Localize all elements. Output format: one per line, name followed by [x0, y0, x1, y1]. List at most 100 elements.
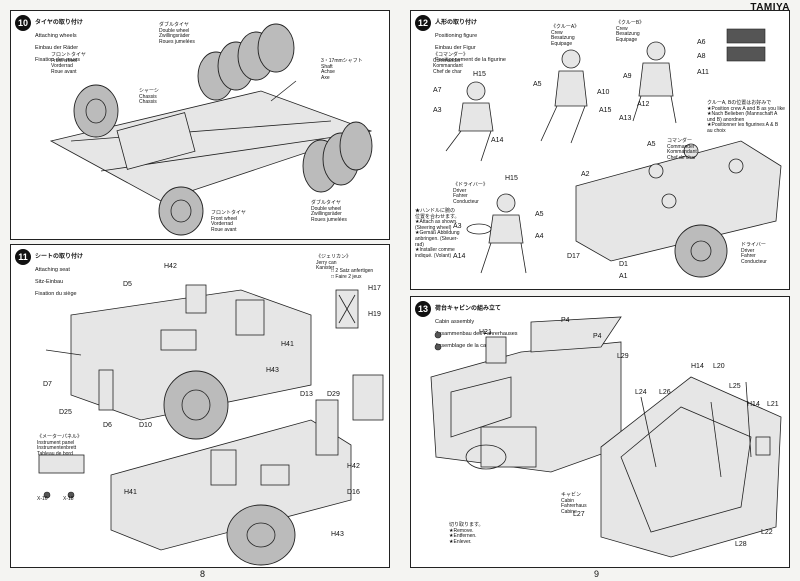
- title-jp: タイヤの取り付け: [35, 20, 83, 27]
- part-label: A4: [535, 233, 544, 240]
- part-label: A3: [453, 223, 462, 230]
- part-label: A6: [697, 39, 706, 46]
- step-number: 11: [15, 249, 31, 265]
- part-label: H15: [505, 175, 518, 182]
- part-label: H43: [266, 367, 279, 374]
- part-label: H43: [331, 531, 344, 538]
- jerry-can-note: □ 2 Satz anfertigen □ Faire 2 jeux: [331, 268, 374, 280]
- part-label: D1: [619, 261, 628, 268]
- part-label: P4: [593, 333, 602, 340]
- part-label: A12: [637, 101, 650, 108]
- front-wheel-label-2: フロントタイヤ Front wheel Vorderrad Roue avant: [211, 210, 246, 233]
- jerry-can-label: 《ジェリカン》 Jerry can Kanister: [316, 254, 352, 272]
- step-10-panel: 10 タイヤの取り付け Attaching wheels Einbau der …: [10, 10, 390, 240]
- part-label: L21: [767, 401, 779, 408]
- crew-a-label: 《クルーA》 Crew Besatzung Equipage: [551, 24, 580, 47]
- front-wheel-label: フロントタイヤ Front wheel Vorderrad Roue avant: [51, 52, 86, 75]
- driver-label: 《ドライバー》 Driver Fahrer Conducteur: [453, 182, 488, 205]
- part-label: L29: [617, 353, 629, 360]
- part-label: H42: [164, 263, 177, 270]
- cabin-illustration: [430, 316, 782, 558]
- crew-position-note: クルーA, Bの位置はお好みで ★Position crew A and B a…: [707, 100, 785, 134]
- remove-note: 切り取ります。 ★Remove. ★Entfernen. ★Enlever.: [449, 522, 484, 545]
- step-title: タイヤの取り付け Attaching wheels Einbau der Räd…: [35, 14, 83, 70]
- part-label: A11: [697, 69, 709, 76]
- part-label: L24: [635, 389, 647, 396]
- title-en: Attaching wheels: [35, 32, 77, 39]
- chassis-label: シャーシ Chassis Chassis: [139, 88, 159, 106]
- part-label: L25: [729, 383, 741, 390]
- step-number: 10: [15, 15, 31, 31]
- part-label: A10: [597, 89, 610, 96]
- title-de: Zusammenbau des Fahrerhauses: [435, 331, 518, 338]
- part-label: A5: [533, 81, 542, 88]
- step-number: 13: [415, 301, 431, 317]
- part-label: H41: [124, 489, 137, 496]
- step-number: 12: [415, 15, 431, 31]
- commander-label-2: コマンダー Commander Kommandant Chef de char: [667, 138, 697, 161]
- part-label: A8: [697, 53, 706, 60]
- part-label: A15: [599, 107, 612, 114]
- part-label: D5: [123, 281, 132, 288]
- part-label: A13: [619, 115, 632, 122]
- part-label: D6: [103, 422, 112, 429]
- part-label: H14: [691, 363, 704, 370]
- part-label: L22: [761, 529, 773, 536]
- brand-logo: TAMIYA: [750, 2, 790, 13]
- part-label: H15: [473, 71, 486, 78]
- part-label: D16: [347, 489, 360, 496]
- title-fr: Positionnement de la figurine: [435, 57, 506, 64]
- part-label: L26: [659, 389, 671, 396]
- part-label: A1: [619, 273, 628, 280]
- page-number-left: 8: [200, 569, 206, 579]
- part-label: D13: [300, 391, 313, 398]
- title-de: Sitz-Einbau: [35, 279, 64, 286]
- step-11-panel: 11 シートの取り付け Attaching seat Sitz-Einbau F…: [10, 244, 390, 568]
- step-title: シートの取り付け Attaching seat Sitz-Einbau Fixa…: [35, 248, 83, 304]
- part-label: P4: [561, 317, 570, 324]
- title-jp: 人形の取り付け: [435, 20, 478, 27]
- part-label: A3: [433, 107, 442, 114]
- part-label: L28: [735, 541, 747, 548]
- part-label: H41: [281, 341, 294, 348]
- crew-b-label: 《クルーB》 Crew Besatzung Equipage: [616, 20, 645, 43]
- title-de: Einbau der Räder: [35, 45, 79, 52]
- title-fr: Fixation des roues: [35, 57, 80, 64]
- part-label: H21: [479, 329, 492, 336]
- part-label: H17: [368, 285, 381, 292]
- part-label: X-18: [63, 496, 74, 502]
- part-label: L27: [573, 511, 585, 518]
- step-12-panel: 12 人形の取り付け Positioning figure Einbau der…: [410, 10, 790, 290]
- title-en: Cabin assembly: [435, 318, 475, 325]
- driver-label-2: ドライバー Driver Fahrer Conducteur: [741, 242, 767, 265]
- part-label: H14: [747, 401, 760, 408]
- title-jp: 荷台キャビンの組み立て: [435, 306, 502, 313]
- shaft-label: 3・17mmシャフト Shaft Achse Axe: [321, 58, 363, 81]
- title-de: Einbau der Figur: [435, 45, 476, 52]
- page-number-right: 9: [594, 569, 600, 579]
- part-label: A14: [453, 253, 466, 260]
- part-label: A5: [535, 211, 544, 218]
- seat-illustration: [38, 284, 384, 566]
- part-label: X-10: [37, 496, 48, 502]
- part-label: A2: [581, 171, 590, 178]
- title-jp: シートの取り付け: [35, 254, 84, 261]
- commander-label: 《コマンダー》 Commander Kommandant Chef de cha…: [433, 52, 469, 75]
- part-label: D17: [567, 253, 580, 260]
- steering-note: ★ハンドルに腕の 位置を合わせます。 ★Attach as shown. (St…: [415, 208, 460, 259]
- part-label: A5: [647, 141, 656, 148]
- part-label: A14: [491, 137, 504, 144]
- part-label: H19: [368, 311, 381, 318]
- title-fr: Fixation du siège: [35, 291, 77, 298]
- part-label: D29: [327, 391, 340, 398]
- part-label: L20: [713, 363, 725, 370]
- wheels-illustration: [49, 23, 373, 236]
- cabin-label: キャビン Cabin Fahrerhaus Cabine: [561, 492, 587, 515]
- double-wheel-label: ダブルタイヤ Double wheel Zwillingsräder Roues…: [159, 22, 195, 45]
- step-13-panel: 13 荷台キャビンの組み立て Cabin assembly Zusammenba…: [410, 296, 790, 568]
- part-label: H42: [347, 463, 360, 470]
- title-en: Positioning figure: [435, 32, 478, 39]
- part-label: A9: [623, 73, 632, 80]
- part-label: D10: [139, 422, 152, 429]
- part-label: A7: [433, 87, 442, 94]
